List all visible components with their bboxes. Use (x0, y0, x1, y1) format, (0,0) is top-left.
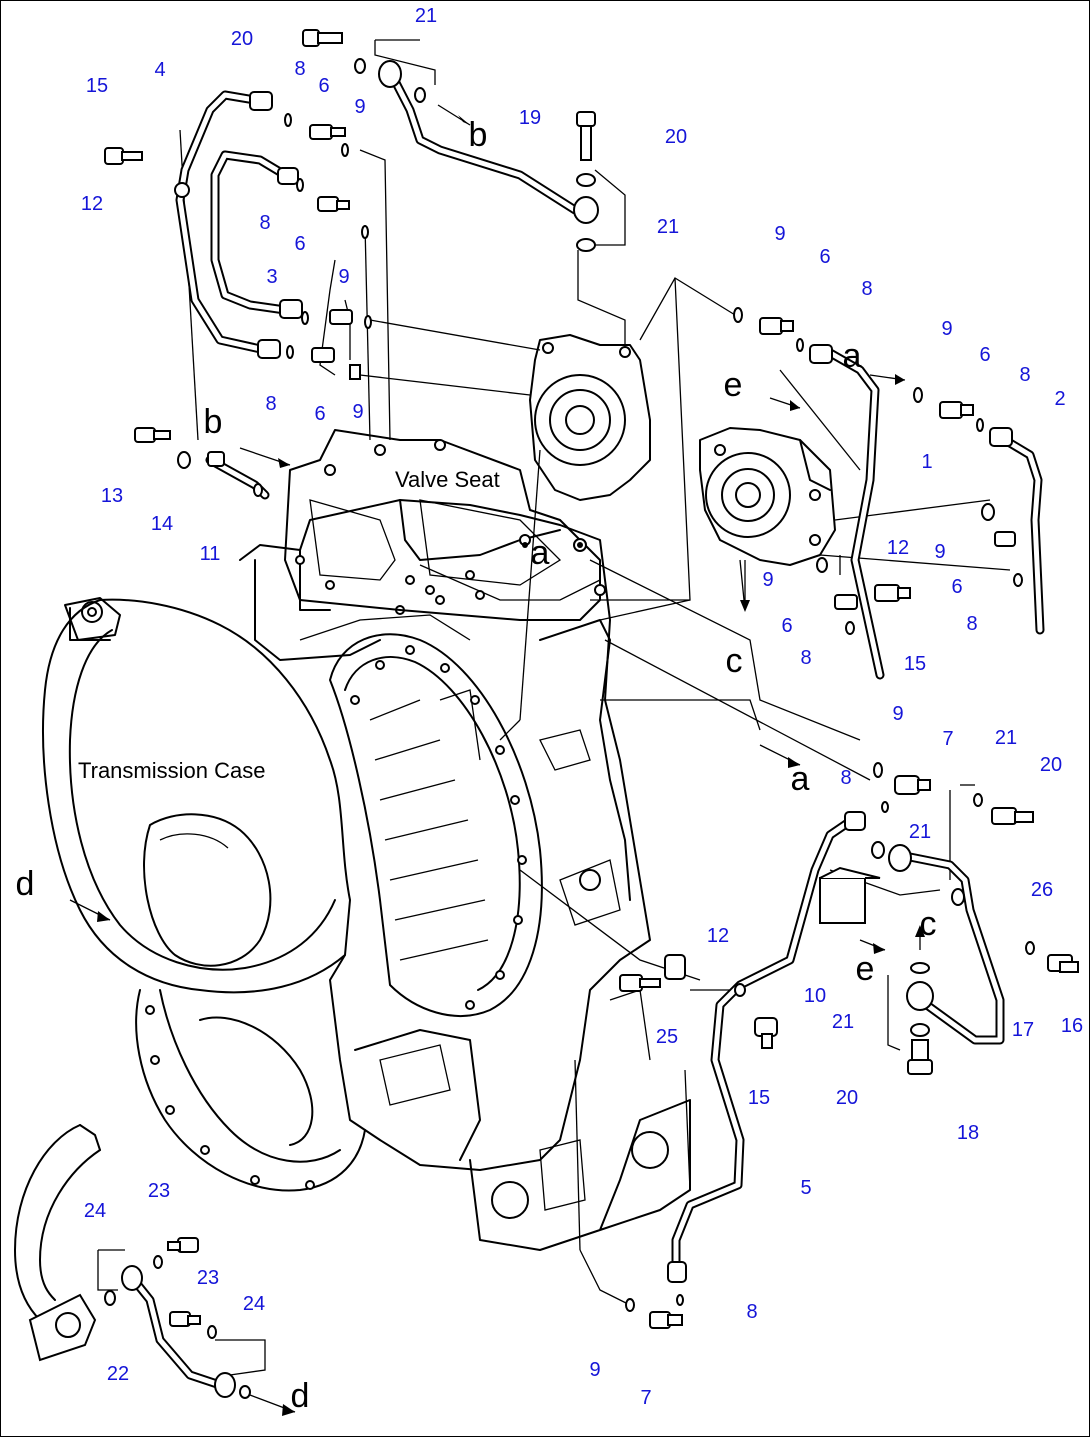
callout-9b: 9 (338, 266, 349, 288)
callout-6e: 6 (979, 344, 990, 366)
callout-14: 14 (151, 513, 173, 535)
callout-12a: 12 (81, 193, 103, 215)
leader-lines (179, 129, 1011, 1306)
callout-20a: 20 (231, 28, 253, 50)
callout-21b: 21 (657, 216, 679, 238)
callout-8h: 8 (840, 767, 851, 789)
callout-6a: 6 (318, 75, 329, 97)
callout-15c: 15 (748, 1087, 770, 1109)
callout-9h: 9 (892, 703, 903, 725)
callout-21e: 21 (832, 1011, 854, 1033)
cover-plate-right (699, 427, 836, 566)
callout-7a: 7 (942, 728, 953, 750)
callout-15b: 15 (904, 653, 926, 675)
callout-19: 19 (519, 107, 541, 129)
callout-8a: 8 (294, 58, 305, 80)
ref-letter-c1: c (726, 642, 743, 680)
direction-arrows (69, 104, 925, 1416)
callout-6f: 6 (951, 576, 962, 598)
callout-25: 25 (656, 1026, 678, 1048)
callout-12c: 12 (707, 925, 729, 947)
reference-letters: b b a a a e e c c d d (16, 116, 937, 1415)
callout-20d: 20 (836, 1087, 858, 1109)
callout-3: 3 (266, 266, 277, 288)
callout-9g: 9 (762, 569, 773, 591)
callout-21a: 21 (415, 5, 437, 27)
tubes (14, 70, 1045, 1390)
callout-8d: 8 (861, 278, 872, 300)
cover-plate-upper (529, 334, 651, 501)
callout-6g: 6 (781, 615, 792, 637)
callout-9d: 9 (774, 223, 785, 245)
ref-letter-e1: e (724, 366, 743, 404)
callout-8e: 8 (1019, 364, 1030, 386)
ref-letter-c2: c (920, 905, 937, 943)
callout-11: 11 (200, 543, 221, 565)
callout-22: 22 (107, 1363, 129, 1385)
callout-17: 17 (1012, 1019, 1034, 1041)
callout-24b: 24 (243, 1293, 265, 1315)
ref-letter-b1: b (469, 116, 488, 154)
callout-4: 4 (154, 59, 165, 81)
callout-9f: 9 (934, 541, 945, 563)
callout-7b: 7 (640, 1387, 651, 1409)
ref-letter-d1: d (16, 865, 35, 903)
callout-8c: 8 (265, 393, 276, 415)
ref-letter-b2: b (204, 403, 223, 441)
callout-21d: 21 (909, 821, 931, 843)
callout-8i: 8 (746, 1301, 757, 1323)
callout-13: 13 (101, 485, 123, 507)
callout-23b: 23 (197, 1267, 219, 1289)
callout-18: 18 (957, 1122, 979, 1144)
callout-9i: 9 (589, 1359, 600, 1381)
callout-8g: 8 (800, 647, 811, 669)
valve-seat-block (284, 429, 606, 621)
callout-12b: 12 (887, 537, 909, 559)
ref-letter-e2: e (856, 950, 875, 988)
callout-8b: 8 (259, 212, 270, 234)
callout-21c: 21 (995, 727, 1017, 749)
fittings (28, 29, 1079, 1399)
callout-5: 5 (800, 1177, 811, 1199)
transmission-case-label: Transmission Case (78, 758, 265, 783)
callout-15a: 15 (86, 75, 108, 97)
callout-23a: 23 (148, 1180, 170, 1202)
callout-26: 26 (1031, 879, 1053, 901)
callout-24a: 24 (84, 1200, 106, 1222)
callout-10: 10 (804, 985, 826, 1007)
callout-1: 1 (921, 451, 932, 473)
ref-letter-d2: d (291, 1377, 310, 1415)
transmission-case (42, 499, 691, 1251)
callout-9a: 9 (354, 96, 365, 118)
callout-6b: 6 (294, 233, 305, 255)
valve-seat-label: Valve Seat (395, 467, 500, 492)
callout-8f: 8 (966, 613, 977, 635)
callout-9c: 9 (352, 401, 363, 423)
callout-9e: 9 (941, 318, 952, 340)
callout-2: 2 (1054, 388, 1065, 410)
callout-6d: 6 (819, 246, 830, 268)
ref-letter-a3: a (791, 760, 810, 798)
callout-20c: 20 (1040, 754, 1062, 776)
callout-20b: 20 (665, 126, 687, 148)
ref-letter-a2: a (531, 534, 550, 572)
callout-6c: 6 (314, 403, 325, 425)
ref-letter-a1: a (843, 337, 862, 375)
callout-16: 16 (1061, 1015, 1083, 1037)
